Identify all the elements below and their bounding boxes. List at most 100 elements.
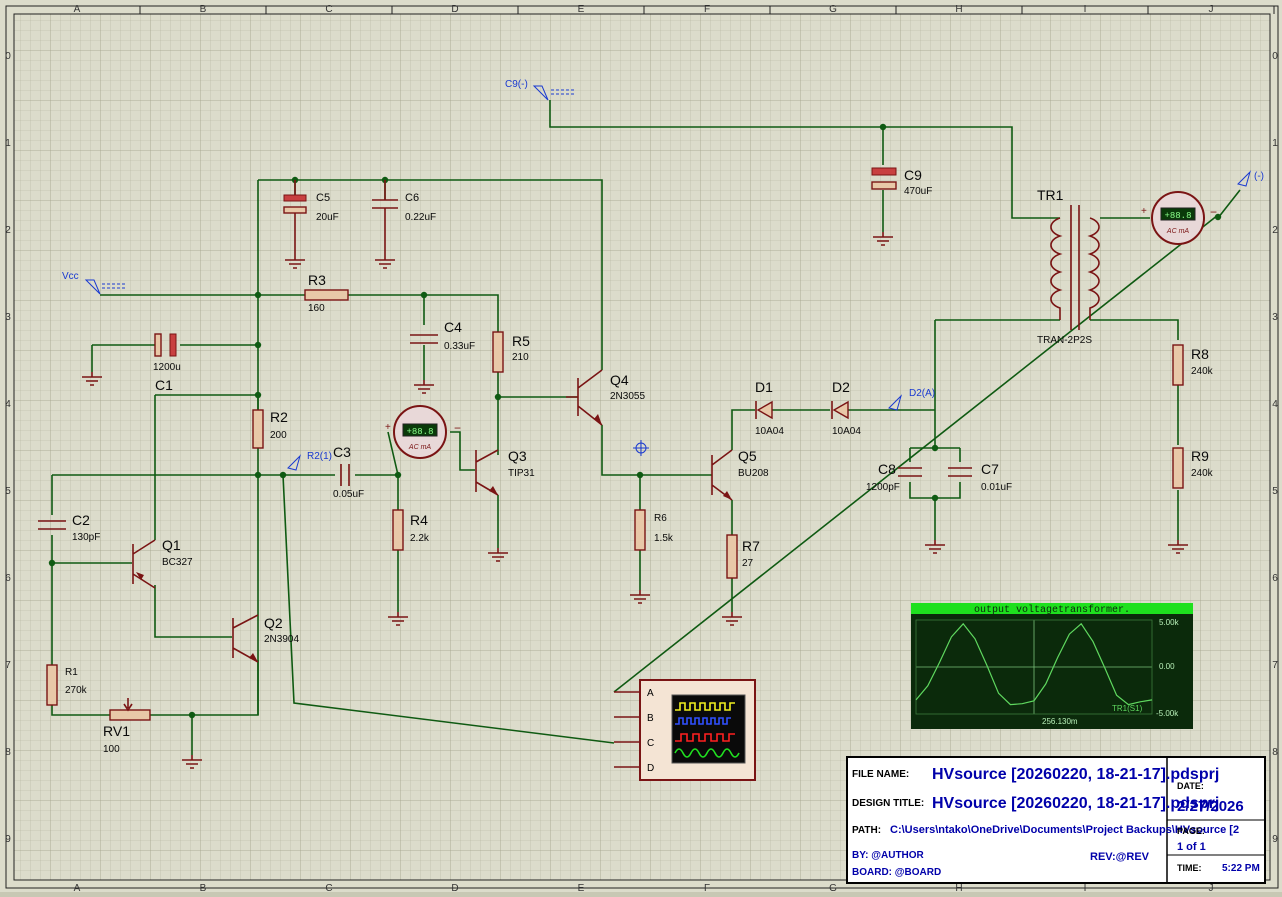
transistor-q5[interactable]: Q5 BU208: [711, 448, 769, 501]
terminal-r2[interactable]: R2(1): [287, 451, 332, 471]
potentiometer-rv1[interactable]: RV1 100: [103, 698, 151, 755]
row-label-left: 0: [5, 51, 11, 62]
file-name-value: HVsource [20260220, 18-21-17].pdsprj: [932, 766, 1219, 783]
junctions: [48, 123, 1222, 719]
time-label: TIME:: [1177, 863, 1202, 873]
graph-trace: [915, 622, 1153, 706]
transistor-q4[interactable]: Q4 2N3055: [566, 369, 645, 426]
row-label-right: 0: [1272, 51, 1278, 62]
meter2-display: +88.8: [1164, 211, 1191, 221]
column-label-top: H: [955, 4, 962, 15]
r9-value: 240k: [1191, 468, 1214, 479]
path-label: PATH:: [852, 825, 881, 836]
column-label-top: C: [325, 4, 332, 15]
capacitor-c9[interactable]: C9 470uF: [871, 167, 932, 197]
resistor-r6[interactable]: R6 1.5k: [634, 509, 674, 551]
diode-d1[interactable]: D1 10A04: [755, 379, 784, 437]
resistor-r1[interactable]: R1 270k: [46, 664, 88, 706]
transistor-q3[interactable]: Q3 TIP31: [475, 448, 535, 496]
r9-ref: R9: [1191, 448, 1209, 464]
d2-ref: D2: [832, 379, 850, 395]
column-label-bottom: B: [200, 883, 207, 892]
row-label-right: 9: [1272, 834, 1278, 845]
tr1-ref: TR1: [1037, 187, 1064, 203]
column-label-bottom: A: [74, 883, 81, 892]
r1-ref: R1: [65, 667, 78, 678]
capacitor-c8[interactable]: C8 1200pF: [866, 461, 922, 493]
c8-value: 1200pF: [866, 482, 900, 493]
transistor-q2[interactable]: Q2 2N3904: [232, 614, 299, 663]
ac-milliammeter-2[interactable]: +88.8 AC mA + −: [1141, 191, 1217, 245]
q1-value: BC327: [162, 557, 193, 568]
c2-ref: C2: [72, 512, 90, 528]
column-label-top: D: [451, 4, 458, 15]
crosshair-probe-icon[interactable]: [633, 440, 649, 456]
resistor-r8[interactable]: R8 240k: [1172, 344, 1214, 386]
capacitor-c5[interactable]: C5 20uF: [283, 180, 339, 255]
q2-ref: Q2: [264, 615, 283, 631]
resistor-r9[interactable]: R9 240k: [1172, 447, 1214, 489]
column-label-top: E: [578, 4, 585, 15]
capacitor-c3[interactable]: C3 0.05uF: [333, 444, 364, 500]
page-label: PAGE:: [1177, 826, 1205, 836]
voltage-graph[interactable]: output voltagetransformer. 5.00k 0.00 -5…: [911, 603, 1193, 729]
row-label-right: 7: [1272, 660, 1278, 671]
column-label-top: A: [74, 4, 81, 15]
resistor-r5[interactable]: R5 210: [492, 331, 530, 373]
resistor-r2[interactable]: R2 200: [252, 409, 288, 449]
r3-ref: R3: [308, 272, 326, 288]
c9-value: 470uF: [904, 186, 932, 197]
terminal-vcc[interactable]: Vcc: [62, 271, 126, 295]
rv1-ref: RV1: [103, 723, 130, 739]
r8-ref: R8: [1191, 346, 1209, 362]
svg-text:−: −: [1210, 205, 1217, 219]
r2-ref: R2: [270, 409, 288, 425]
terminal-neg-label: (-): [1254, 171, 1264, 182]
capacitor-1200u[interactable]: 1200u: [153, 333, 181, 373]
r1-value: 270k: [65, 685, 88, 696]
transistor-q1[interactable]: Q1 BC327: [132, 537, 193, 589]
r6-value: 1.5k: [654, 533, 674, 544]
scope-channel-label: A: [647, 688, 654, 699]
terminal-neg[interactable]: (-): [1237, 170, 1264, 187]
column-label-top: G: [829, 4, 837, 15]
resistor-r4[interactable]: R4 2.2k: [392, 509, 430, 551]
r3-value: 160: [308, 303, 325, 314]
q5-ref: Q5: [738, 448, 757, 464]
terminal-c9-neg[interactable]: C9(-): [505, 79, 575, 101]
ac-milliammeter-1[interactable]: +88.8 AC mA + −: [385, 405, 461, 459]
diode-d2[interactable]: D2 10A04: [831, 379, 861, 437]
capacitor-c6[interactable]: C6 0.22uF: [372, 180, 436, 255]
c9-ref: C9: [904, 167, 922, 183]
meter2-unit: AC mA: [1166, 228, 1190, 235]
graph-title: output voltagetransformer.: [974, 604, 1130, 616]
capacitor-c2[interactable]: C2 130pF: [38, 512, 100, 543]
c6-ref: C6: [405, 192, 419, 204]
q3-ref: Q3: [508, 448, 527, 464]
c7-ref: C7: [981, 461, 999, 477]
graph-ytick-mid: 0.00: [1159, 662, 1175, 671]
resistor-r3[interactable]: R3 160: [304, 272, 349, 314]
r4-ref: R4: [410, 512, 428, 528]
column-label-top: J: [1209, 4, 1214, 15]
terminal-r2-label: R2(1): [307, 451, 332, 462]
r6-ref: R6: [654, 513, 667, 524]
transformer-tr1[interactable]: TR1 TRAN-2P2S: [1037, 187, 1100, 346]
column-label-bottom: I: [1084, 883, 1087, 892]
capacitor-c7[interactable]: C7 0.01uF: [948, 461, 1012, 493]
row-label-left: 4: [5, 399, 11, 410]
page-value: 1 of 1: [1177, 841, 1206, 853]
svg-text:−: −: [454, 421, 461, 435]
capacitor-c4[interactable]: C4 0.33uF: [410, 319, 475, 352]
column-label-top: I: [1084, 4, 1087, 15]
row-label-left: 2: [5, 225, 11, 236]
resistor-r7[interactable]: R7 27: [726, 534, 760, 579]
column-label-bottom: H: [955, 883, 962, 892]
row-label-left: 3: [5, 312, 11, 323]
terminal-d2[interactable]: D2(A): [888, 388, 935, 411]
column-label-bottom: J: [1209, 883, 1214, 892]
